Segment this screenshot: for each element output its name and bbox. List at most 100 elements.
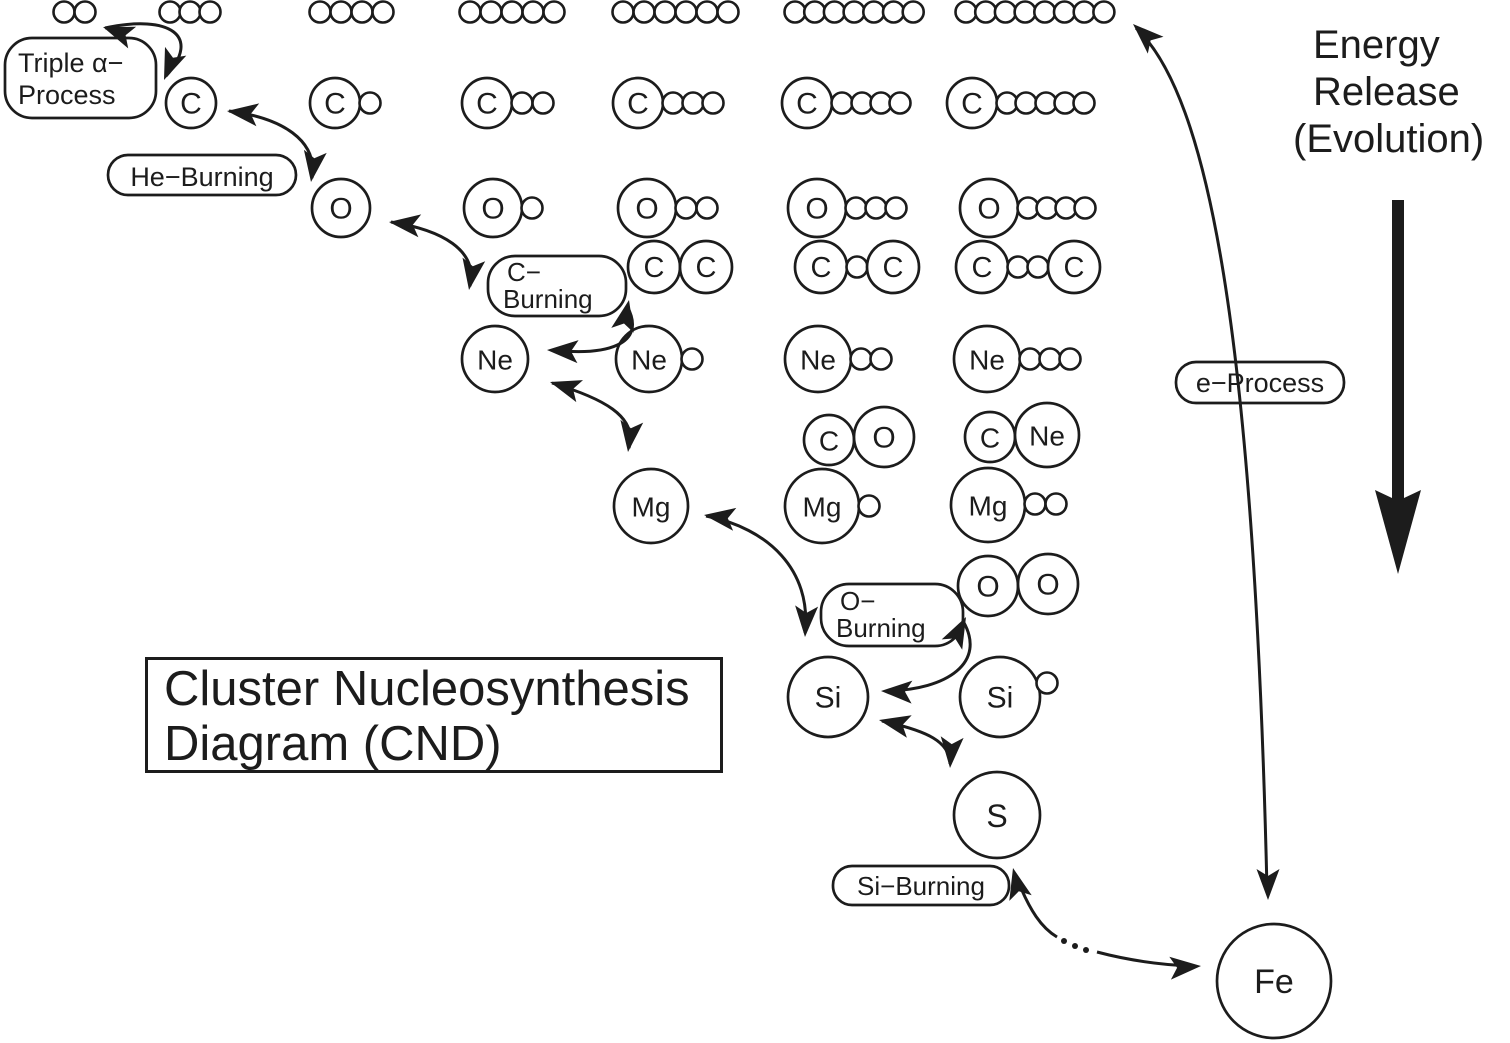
- cluster-ne-2a: Ne: [783, 324, 893, 394]
- alpha-particle-icon: [358, 91, 382, 115]
- alpha-particle-icon: [681, 91, 705, 115]
- si-burning-arrow-lower: [1096, 950, 1201, 980]
- alpha-particle-icon: [611, 0, 635, 24]
- cluster-ne: Ne: [460, 324, 530, 394]
- alpha-chain-2: [52, 0, 97, 24]
- nucleus-label-c: C: [324, 88, 346, 121]
- cluster-c-5a: C: [945, 76, 1096, 130]
- nucleus-label-o: O: [977, 193, 1000, 226]
- nucleus-label-mg: Mg: [803, 492, 842, 523]
- nucleus-label-ne: Ne: [969, 345, 1005, 376]
- nucleus-label-mg: Mg: [969, 491, 1008, 522]
- nucleus-c-icon: [865, 239, 921, 295]
- mg-to-si-arrow-curve: [705, 514, 808, 634]
- alpha-particle-icon: [542, 0, 566, 24]
- alpha-particle-icon: [661, 91, 685, 115]
- triple-alpha-arrow-arrowhead-icon: [103, 26, 137, 49]
- alpha-particle-icon: [695, 0, 719, 24]
- alpha-particle-icon: [510, 91, 534, 115]
- he-burning-arrow-arrowhead-icon: [303, 149, 327, 182]
- process-label-o-burning: O−Burning: [819, 582, 965, 648]
- alpha-particle-icon: [869, 347, 893, 371]
- alpha-particle-icon: [1058, 347, 1082, 371]
- cluster-c-1a: C: [308, 76, 382, 130]
- cluster-si: Si: [786, 655, 870, 739]
- e-process-arrow-curve: [1134, 26, 1269, 891]
- alpha-particle-icon: [52, 0, 76, 24]
- alpha-particle-icon: [680, 347, 704, 371]
- alpha-particle-icon: [954, 0, 978, 24]
- nucleus-label-o: O: [805, 193, 828, 226]
- alpha-particle-icon: [1013, 0, 1037, 24]
- nucleus-label-fe: Fe: [1254, 963, 1294, 1001]
- alpha-particle-icon: [371, 0, 395, 24]
- alpha-particle-icon: [802, 0, 827, 24]
- nucleus-label-o: O: [635, 193, 658, 226]
- he-burning-arrow-arrowhead-icon: [227, 103, 260, 127]
- alpha-particle-icon: [350, 0, 374, 24]
- alpha-particle-icon: [1073, 196, 1097, 220]
- alpha-particle-icon: [1023, 492, 1047, 516]
- o-burning-text-0: O−: [840, 586, 875, 616]
- si-burning-text-0: Si−Burning: [857, 871, 985, 901]
- nucleus-s-icon: [952, 770, 1042, 860]
- triple-alpha-process-text-0: Triple α−: [18, 48, 123, 78]
- nucleus-label-o: O: [976, 571, 999, 604]
- nucleus-label-si: Si: [815, 682, 842, 715]
- nucleus-label-c: C: [180, 88, 202, 121]
- alpha-particle-icon: [1092, 0, 1116, 24]
- c-burning-text-1: Burning: [503, 284, 593, 314]
- alpha-particle-icon: [1035, 671, 1059, 695]
- alpha-particle-icon: [308, 0, 332, 24]
- alpha-particle-icon: [845, 255, 869, 279]
- alpha-particle-icon: [830, 91, 854, 115]
- alpha-particle-icon: [716, 0, 740, 24]
- cluster-ne-3a: Ne: [952, 324, 1082, 394]
- nucleus-label-c: C: [627, 88, 649, 121]
- alpha-particle-icon: [849, 347, 873, 371]
- mg-to-si-arrow: [704, 507, 819, 637]
- alpha-particle-icon: [521, 0, 545, 24]
- alpha-particle-icon: [861, 0, 886, 24]
- alpha-particle-icon: [1033, 0, 1057, 24]
- alpha-chain-7: [783, 0, 926, 24]
- alpha-particle-icon: [701, 91, 725, 115]
- diagram-title-line-2: Diagram (CND): [164, 717, 502, 771]
- ne-to-mg-arrow: [550, 380, 644, 452]
- cluster-o: O: [310, 177, 372, 239]
- nucleus-ne-icon: [1013, 401, 1081, 469]
- he-burning-pill: [106, 153, 298, 197]
- si-burning-arrow-upper: [1009, 868, 1058, 939]
- energy-release-arrow-icon: [1375, 200, 1421, 574]
- diagram-title-box: Cluster Nucleosynthesis Diagram (CND): [145, 657, 723, 773]
- nucleus-o-icon: [852, 405, 916, 469]
- si-burning-arrow-upper-arrowhead-icon: [1009, 868, 1032, 901]
- alpha-particle-icon: [901, 0, 926, 24]
- cluster-mg: Mg: [612, 467, 690, 545]
- nucleus-o-icon: [1016, 552, 1080, 616]
- alpha-particle-icon: [653, 0, 677, 24]
- triple-alpha-arrow-arrowhead-icon: [164, 46, 187, 80]
- energy-release-line-2: Release: [1313, 70, 1460, 114]
- alpha-particle-icon: [1018, 347, 1042, 371]
- alpha-particle-icon: [973, 0, 998, 24]
- nucleus-label-c: C: [696, 252, 717, 284]
- mg-to-si-arrow-arrowhead-icon: [704, 507, 737, 531]
- e-process-pill: [1174, 360, 1346, 405]
- ne-to-mg-arrow-arrowhead-icon: [620, 419, 644, 452]
- cluster-c: C: [164, 76, 218, 130]
- o-to-ne-arrow-curve: [390, 220, 473, 287]
- process-label-he-burning: He−Burning: [106, 153, 298, 197]
- alpha-particle-icon: [1052, 0, 1077, 24]
- cluster-o-3a: O: [786, 177, 908, 239]
- si-burning-arrow-lower-arrowhead-icon: [1169, 956, 1201, 980]
- nucleus-c-icon: [678, 239, 734, 295]
- nucleus-label-c: C: [980, 423, 1000, 454]
- diagram-title-line-1: Cluster Nucleosynthesis: [164, 662, 690, 716]
- nucleus-label-c: C: [972, 252, 993, 284]
- he-burning-arrow: [227, 103, 327, 182]
